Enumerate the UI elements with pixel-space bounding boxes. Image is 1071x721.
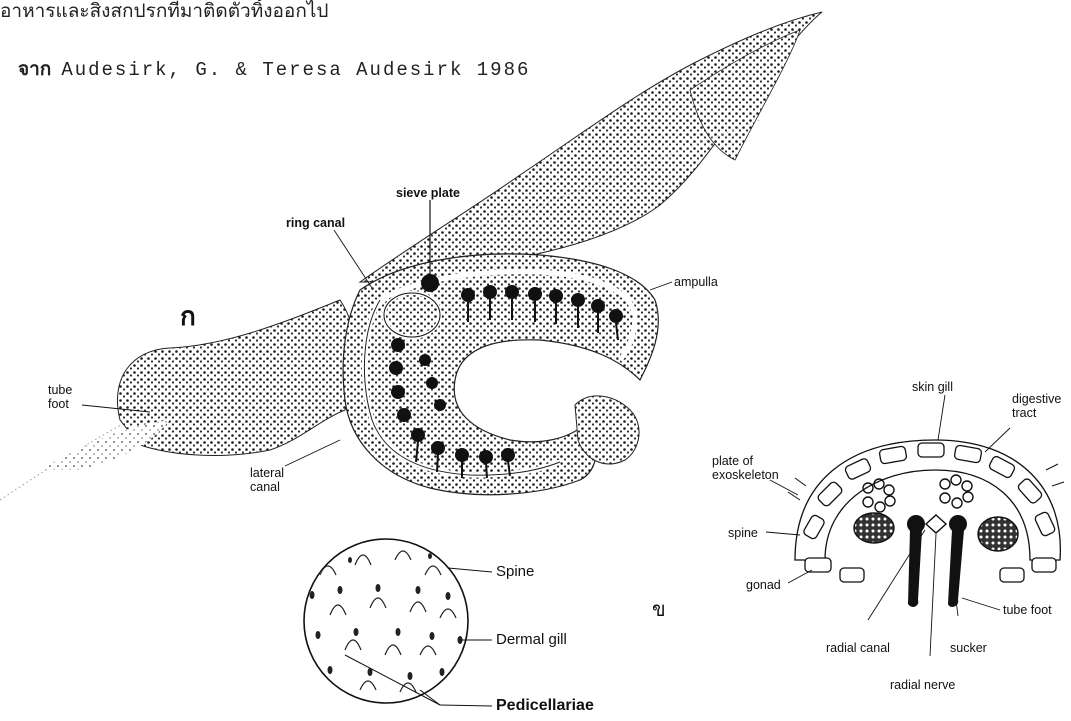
digestive-gland-right: [940, 475, 973, 508]
tube-foot-left: [908, 530, 922, 607]
label-gonad: gonad: [746, 578, 781, 592]
gonad-left: [854, 513, 894, 543]
label-sieve-plate: sieve plate: [396, 186, 460, 200]
label-ring-canal: ring canal: [286, 216, 345, 230]
radial-canal: [926, 515, 946, 533]
label-ampulla: ampulla: [674, 275, 718, 289]
label-lateral-canal: lateral canal: [250, 466, 300, 494]
label-radial-nerve: radial nerve: [890, 678, 955, 692]
skin-detail-circle: [304, 539, 468, 703]
figure-b-letter: ข: [652, 593, 666, 625]
label-tube-foot-b: tube foot: [1003, 603, 1052, 617]
label-sucker: sucker: [950, 641, 987, 655]
tube-foot-right: [948, 530, 964, 607]
label-pedicellariae: Pedicellariae: [496, 697, 594, 715]
label-spine-detail: Spine: [496, 564, 534, 580]
label-plate-of-exoskeleton: plate of exoskeleton: [712, 454, 802, 482]
label-skin-gill: skin gill: [912, 380, 953, 394]
label-digestive-tract: digestive tract: [1012, 392, 1070, 420]
skin-surface-detail: [304, 539, 492, 706]
sieve-plate: [421, 274, 439, 292]
label-spine-b: spine: [728, 526, 758, 540]
label-radial-canal: radial canal: [826, 641, 890, 655]
water-vascular-system-drawing: [0, 12, 822, 500]
label-dermal-gill: Dermal gill: [496, 632, 567, 648]
figure-a-letter: ก: [180, 296, 196, 337]
gonad-right: [978, 517, 1018, 551]
label-tube-foot-a: tube foot: [48, 383, 94, 411]
